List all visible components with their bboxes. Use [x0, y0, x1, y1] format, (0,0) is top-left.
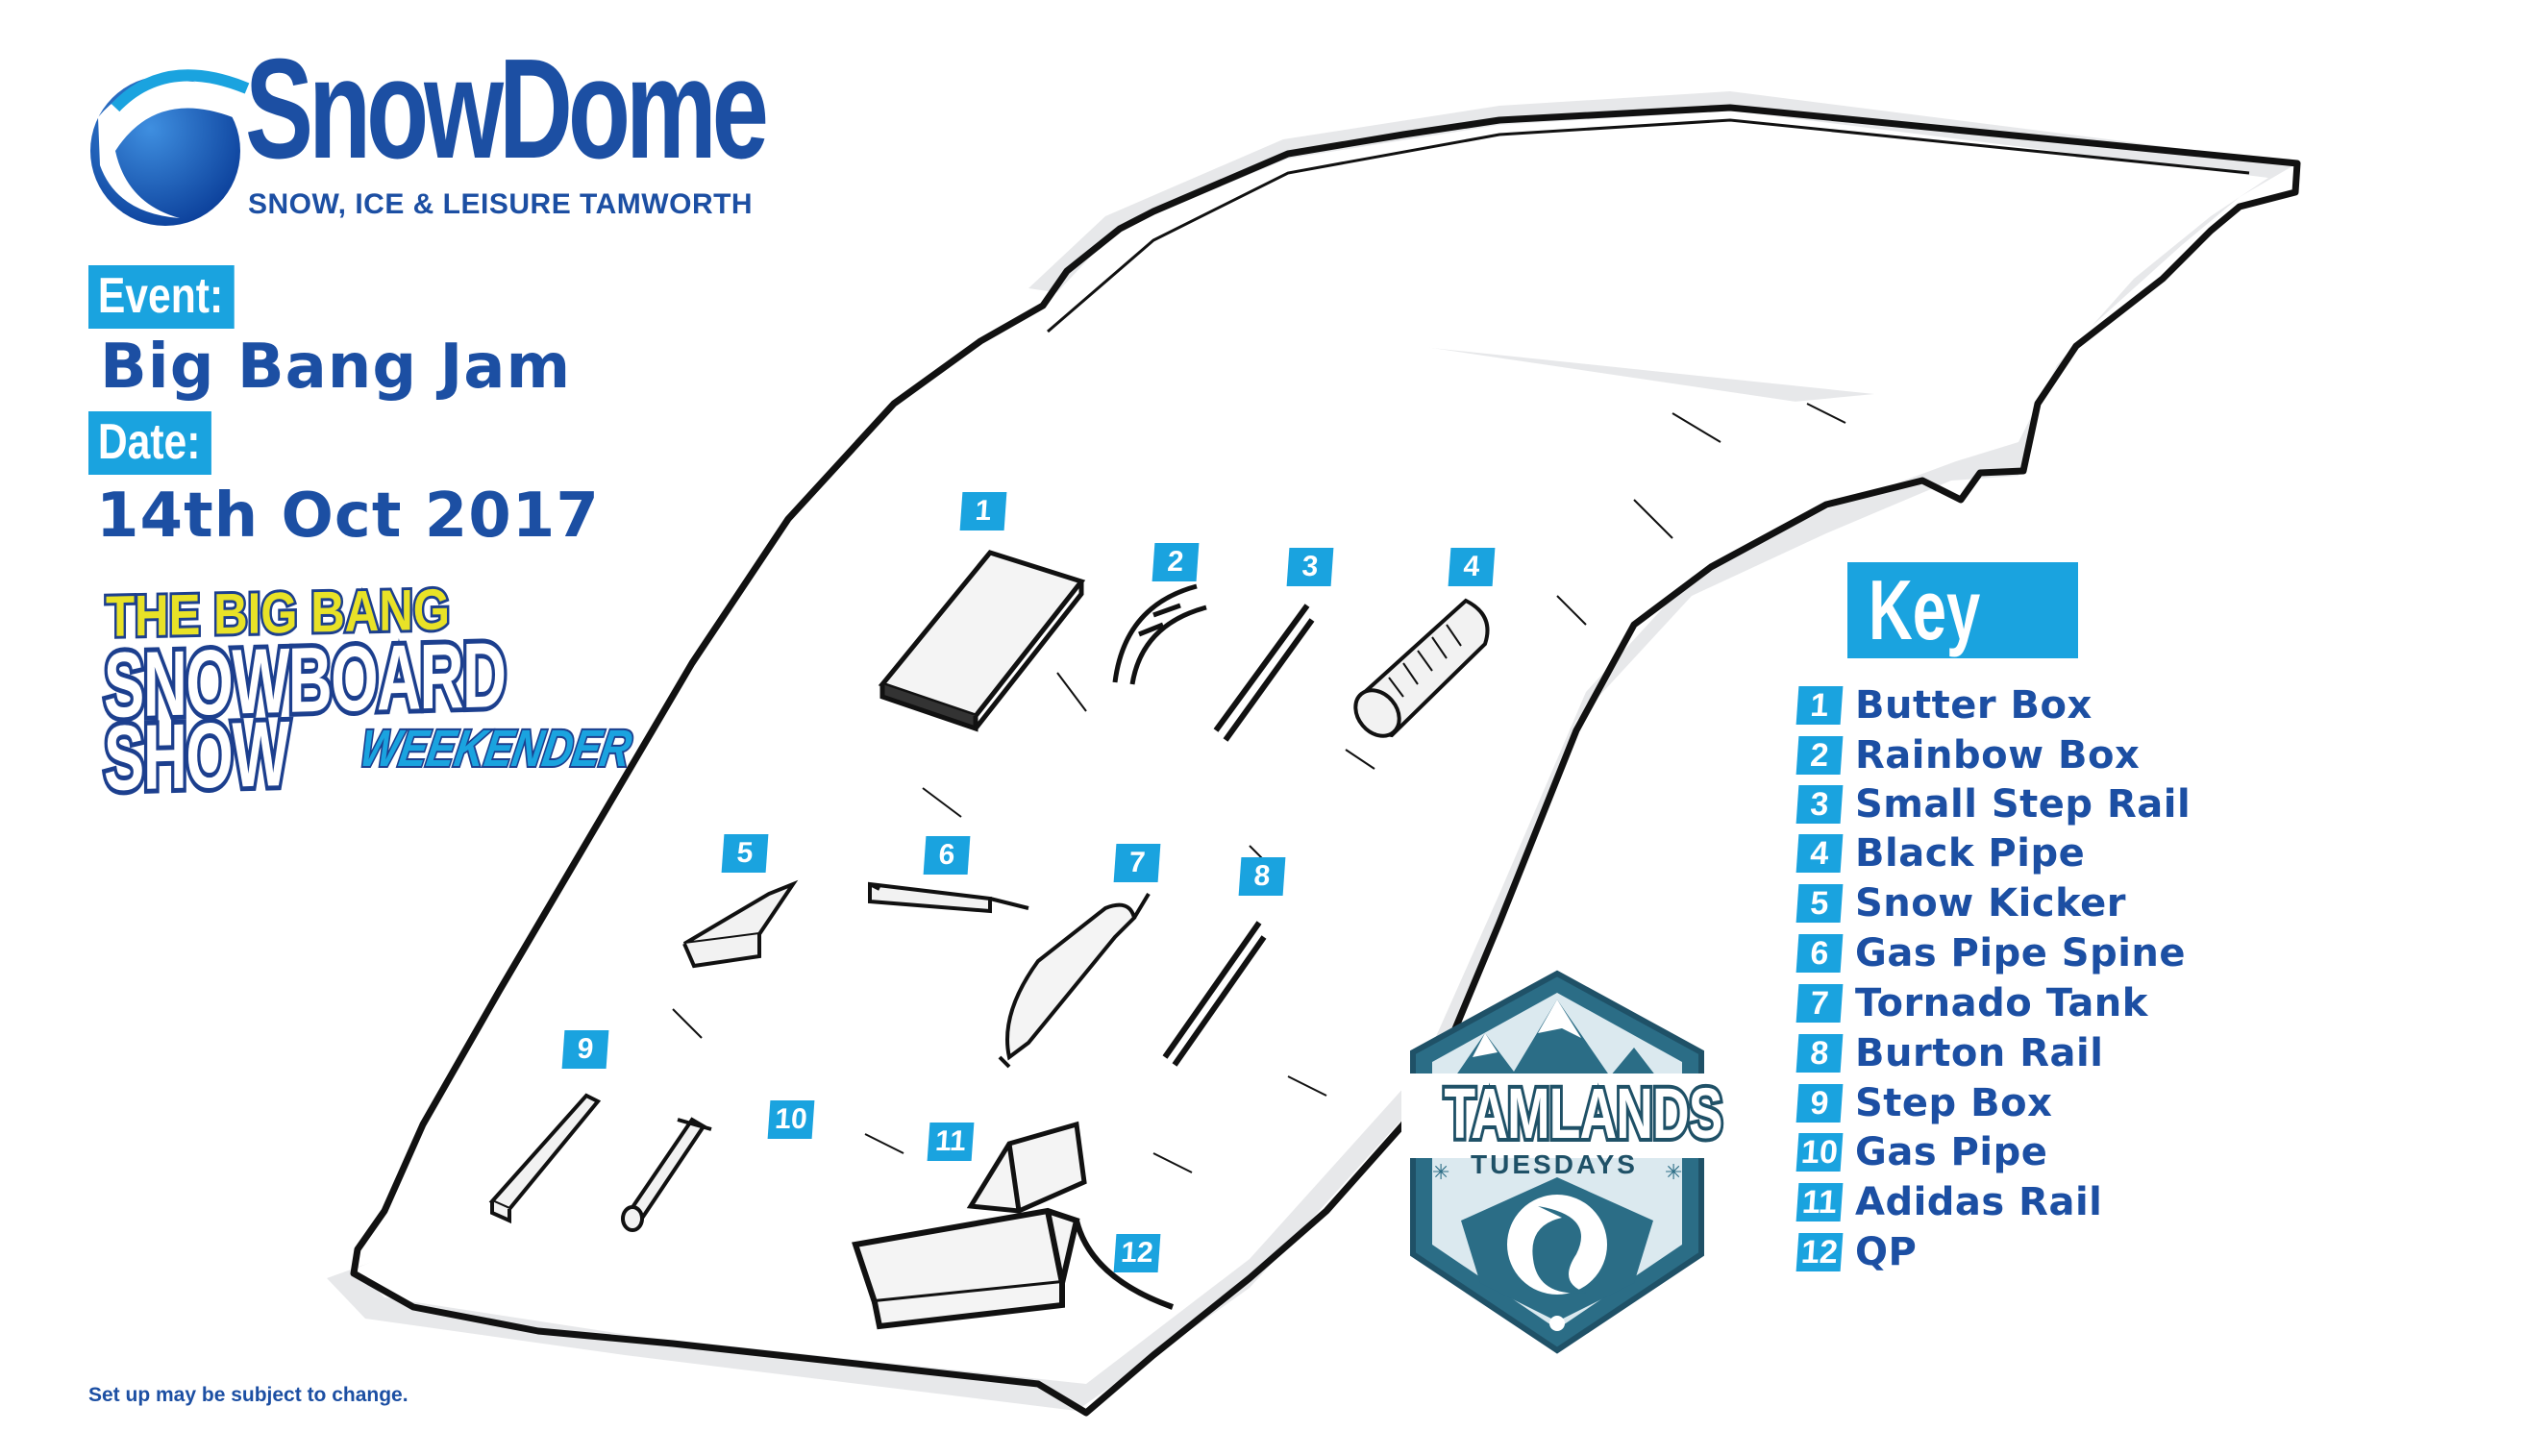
key-item-5: 5 Snow Kicker	[1795, 881, 2126, 925]
snowdome-globe-icon	[90, 69, 250, 226]
date-label: Date:	[88, 411, 211, 475]
key-item-10: 10 Gas Pipe	[1795, 1130, 2048, 1174]
marker-2: 2	[1152, 543, 1200, 581]
snowdome-wordmark: SnowDome	[245, 30, 769, 188]
slope-hatching	[672, 403, 1846, 1173]
key-item-number: 10	[1795, 1133, 1844, 1172]
marker-11: 11	[927, 1123, 975, 1161]
feature-black-pipe	[1353, 598, 1490, 738]
svg-text:✳: ✳	[1432, 1161, 1449, 1185]
feature-gas-pipe-spine	[868, 881, 1029, 914]
slope-outline	[350, 104, 2301, 1417]
feature-tornado-tank	[998, 892, 1151, 1069]
key-item-label: Gas Pipe	[1855, 1130, 2048, 1174]
key-item-number: 1	[1795, 686, 1844, 725]
key-title: Key	[1847, 562, 2078, 658]
tamlands-badge-title: TAMLANDS	[1442, 1073, 1726, 1153]
key-item-number: 9	[1795, 1084, 1844, 1123]
tamlands-badge-icon: ✳ ✳	[1401, 970, 1713, 1354]
event-name: Big Bang Jam	[100, 332, 572, 403]
key-item-label: Small Step Rail	[1855, 782, 2192, 827]
marker-4: 4	[1448, 548, 1496, 586]
key-item-label: Rainbow Box	[1855, 733, 2141, 777]
key-item-number: 12	[1795, 1233, 1844, 1271]
slope-inner-edge	[1047, 118, 2250, 333]
feature-burton-rail	[1162, 921, 1267, 1067]
key-item-8: 8 Burton Rail	[1795, 1031, 2104, 1075]
event-label: Event:	[88, 265, 235, 329]
feature-quarter-pipe	[852, 1207, 1174, 1330]
feature-adidas-rail	[966, 1121, 1087, 1214]
key-item-9: 9 Step Box	[1795, 1081, 2053, 1125]
marker-8: 8	[1238, 857, 1286, 896]
key-item-3: 3 Small Step Rail	[1795, 782, 2192, 827]
key-item-label: Butter Box	[1855, 683, 2093, 728]
feature-snow-kicker	[682, 879, 799, 969]
snowdome-tagline: SNOW, ICE & LEISURE TAMWORTH	[248, 188, 754, 220]
key-item-label: Step Box	[1855, 1081, 2053, 1125]
slope-surface	[356, 111, 2268, 1384]
marker-5: 5	[721, 834, 769, 873]
key-item-label: Tornado Tank	[1855, 981, 2148, 1025]
feature-butter-box	[878, 550, 1086, 732]
key-item-number: 2	[1795, 736, 1844, 775]
marker-12: 12	[1113, 1234, 1161, 1272]
key-item-12: 12 QP	[1795, 1230, 1918, 1274]
key-item-7: 7 Tornado Tank	[1795, 981, 2148, 1025]
key-item-label: QP	[1855, 1230, 1918, 1274]
key-item-number: 5	[1795, 884, 1844, 923]
svg-text:✳: ✳	[1665, 1161, 1682, 1185]
key-item-number: 11	[1795, 1183, 1844, 1222]
feature-rainbow-box	[1112, 583, 1207, 685]
key-item-4: 4 Black Pipe	[1795, 831, 2086, 876]
feature-small-step-rail	[1213, 604, 1315, 742]
marker-7: 7	[1113, 844, 1161, 882]
event-date: 14th Oct 2017	[96, 481, 600, 552]
marker-1: 1	[959, 492, 1007, 531]
tamlands-badge-subtitle: TUESDAYS	[1471, 1149, 1638, 1179]
feature-gas-pipe	[621, 1117, 712, 1232]
key-item-label: Gas Pipe Spine	[1855, 931, 2187, 975]
key-item-number: 4	[1795, 834, 1844, 873]
key-item-11: 11 Adidas Rail	[1795, 1180, 2103, 1224]
key-item-2: 2 Rainbow Box	[1795, 733, 2141, 777]
key-item-number: 6	[1795, 934, 1844, 973]
show-logo-line3: SHOW	[100, 699, 292, 814]
key-item-label: Adidas Rail	[1855, 1180, 2103, 1224]
show-logo-line4: WEEKENDER	[355, 718, 638, 779]
key-item-number: 3	[1795, 785, 1844, 824]
key-item-number: 7	[1795, 984, 1844, 1023]
marker-6: 6	[923, 836, 971, 875]
key-item-label: Black Pipe	[1855, 831, 2086, 876]
disclaimer-text: Set up may be subject to change.	[88, 1384, 409, 1406]
key-item-label: Snow Kicker	[1855, 881, 2126, 925]
marker-9: 9	[561, 1030, 609, 1069]
key-item-1: 1 Butter Box	[1795, 683, 2093, 728]
feature-step-box	[488, 1093, 602, 1224]
key-item-6: 6 Gas Pipe Spine	[1795, 931, 2187, 975]
key-item-label: Burton Rail	[1855, 1031, 2104, 1075]
marker-3: 3	[1286, 548, 1334, 586]
key-item-number: 8	[1795, 1034, 1844, 1073]
marker-10: 10	[767, 1100, 815, 1139]
